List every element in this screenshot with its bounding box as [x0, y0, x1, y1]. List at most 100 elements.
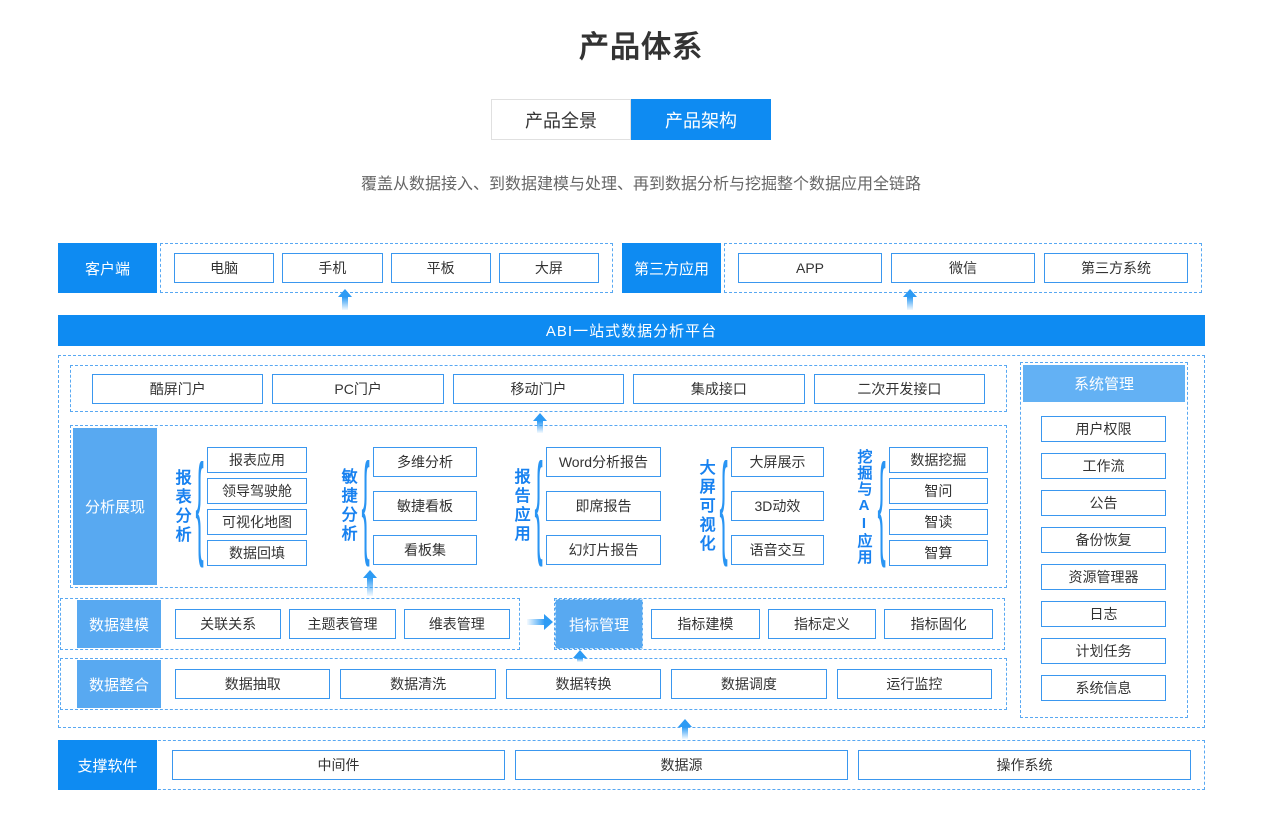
analysis-box: 数据回填 [206, 540, 307, 566]
analysis-box: 可视化地图 [206, 509, 307, 535]
group-label: 报表分析 [172, 468, 190, 545]
analysis-box: 智读 [888, 509, 988, 535]
sysman-box: 日志 [1041, 601, 1166, 627]
thirdparty-section-label: 第三方应用 [622, 243, 721, 293]
sysman-header: 系统管理 [1023, 365, 1185, 402]
integration-box: 数据转换 [505, 669, 662, 699]
analysis-box: 报表应用 [206, 447, 307, 473]
brace-icon: { [719, 443, 728, 569]
portal-box: PC门户 [272, 373, 444, 404]
arrow-up-icon [363, 570, 377, 596]
arrow-up-icon [678, 719, 692, 739]
sysman-box: 工作流 [1041, 453, 1166, 479]
integration-box: 数据调度 [671, 669, 827, 699]
arrow-up-icon [903, 289, 917, 310]
portal-box: 二次开发接口 [813, 373, 986, 404]
group-label: 大屏可视化 [696, 458, 714, 554]
thirdparty-app-box: 第三方系统 [1044, 253, 1188, 283]
analysis-box: Word分析报告 [545, 447, 661, 477]
metric-items: 指标建模指标定义指标固化 [651, 599, 994, 649]
sysman-box: 资源管理器 [1041, 564, 1166, 590]
portal-box: 集成接口 [633, 373, 805, 404]
page-title: 产品体系 [579, 31, 703, 64]
sysman-box: 系统信息 [1041, 675, 1166, 701]
client-devices-container: 电脑手机平板大屏 [160, 243, 613, 293]
thirdparty-app-box: APP [738, 253, 882, 283]
analysis-group-agile: 敏捷分析 { 多维分析敏捷看板看板集 [338, 447, 477, 565]
integration-box: 数据抽取 [175, 669, 331, 699]
analysis-group-mining-ai: 挖掘与AI应用 { 数据挖掘智问智读智算 [855, 447, 988, 566]
sysman-box: 公告 [1041, 490, 1166, 516]
analysis-box: 幻灯片报告 [545, 535, 661, 565]
modeling-box: 主题表管理 [289, 609, 396, 639]
metric-box: 指标固化 [884, 609, 994, 639]
group-items: 报表应用领导驾驶舱可视化地图数据回填 [206, 447, 307, 566]
support-container: 中间件数据源操作系统 [58, 740, 1205, 790]
analysis-box: 即席报告 [545, 491, 661, 521]
support-box: 操作系统 [858, 750, 1191, 780]
portal-box: 酷屏门户 [92, 373, 264, 404]
support-section-label: 支撑软件 [58, 740, 157, 790]
sysman-items: 用户权限工作流公告备份恢复资源管理器日志计划任务系统信息 [1041, 416, 1166, 701]
platform-container [58, 355, 1205, 728]
portal-box: 移动门户 [452, 373, 625, 404]
brace-icon: { [534, 443, 543, 569]
support-box: 数据源 [515, 750, 848, 780]
analysis-box: 智问 [888, 478, 988, 504]
analysis-box: 语音交互 [730, 535, 824, 565]
tab-product-architecture[interactable]: 产品架构 [631, 99, 771, 140]
thirdparty-app-box: 微信 [891, 253, 1035, 283]
tab-product-panorama[interactable]: 产品全景 [491, 99, 631, 140]
integration-section-label: 数据整合 [77, 660, 161, 708]
arrow-up-icon [338, 289, 352, 310]
modeling-box: 维表管理 [403, 609, 510, 639]
analysis-box: 敏捷看板 [372, 491, 477, 521]
page-subtitle: 覆盖从数据接入、到数据建模与处理、再到数据分析与挖掘整个数据应用全链路 [360, 176, 921, 193]
group-label: 挖掘与AI应用 [855, 448, 873, 565]
analysis-group-reporting: 报告应用 { Word分析报告即席报告幻灯片报告 [511, 447, 661, 565]
modeling-box: 关联关系 [175, 609, 282, 639]
analysis-box: 看板集 [372, 535, 477, 565]
analysis-box: 大屏展示 [730, 447, 824, 477]
client-device-box: 大屏 [498, 253, 599, 283]
analysis-box: 3D动效 [730, 491, 824, 521]
modeling-section-label: 数据建模 [77, 600, 161, 648]
sysman-box: 计划任务 [1041, 638, 1166, 664]
analysis-box: 领导驾驶舱 [206, 478, 307, 504]
group-label: 报告应用 [511, 468, 529, 544]
client-section-label: 客户端 [58, 243, 157, 293]
sysman-box: 用户权限 [1041, 416, 1166, 442]
analysis-section-label: 分析展现 [73, 428, 157, 585]
metric-container: 指标管理 指标建模指标定义指标固化 [554, 598, 1005, 650]
brace-icon: { [361, 443, 370, 569]
sysman-box: 备份恢复 [1041, 527, 1166, 553]
integration-container: 数据抽取数据清洗数据转换数据调度运行监控 [60, 658, 1007, 710]
portal-container: 酷屏门户 PC门户移动门户集成接口二次开发接口 [70, 365, 1007, 412]
arrow-up-icon [573, 650, 587, 662]
client-device-box: 平板 [390, 253, 491, 283]
integration-box: 运行监控 [836, 669, 993, 699]
client-device-box: 电脑 [174, 253, 275, 283]
metric-box: 指标定义 [767, 609, 877, 639]
tab-bar: 产品全景 产品架构 [491, 99, 771, 140]
modeling-container: 关联关系主题表管理维表管理 [60, 598, 520, 650]
group-items: 多维分析敏捷看板看板集 [372, 447, 477, 565]
arrow-up-icon [533, 413, 547, 433]
analysis-box: 数据挖掘 [888, 447, 988, 473]
group-items: Word分析报告即席报告幻灯片报告 [545, 447, 661, 565]
metric-section-label: 指标管理 [555, 599, 643, 649]
metric-box: 指标建模 [651, 609, 760, 639]
analysis-box: 智算 [888, 540, 988, 566]
thirdparty-apps-container: APP 微信第三方系统 [724, 243, 1202, 293]
brace-icon: { [195, 443, 204, 570]
platform-banner: ABI一站式数据分析平台 [58, 315, 1205, 346]
client-device-box: 手机 [282, 253, 383, 283]
group-items: 大屏展示 3D动效语音交互 [730, 447, 824, 565]
analysis-group-report: 报表分析 { 报表应用领导驾驶舱可视化地图数据回填 [172, 447, 307, 566]
group-label: 敏捷分析 [338, 468, 356, 544]
support-box: 中间件 [172, 750, 505, 780]
group-items: 数据挖掘智问智读智算 [888, 447, 988, 566]
arrow-right-icon [527, 614, 553, 630]
